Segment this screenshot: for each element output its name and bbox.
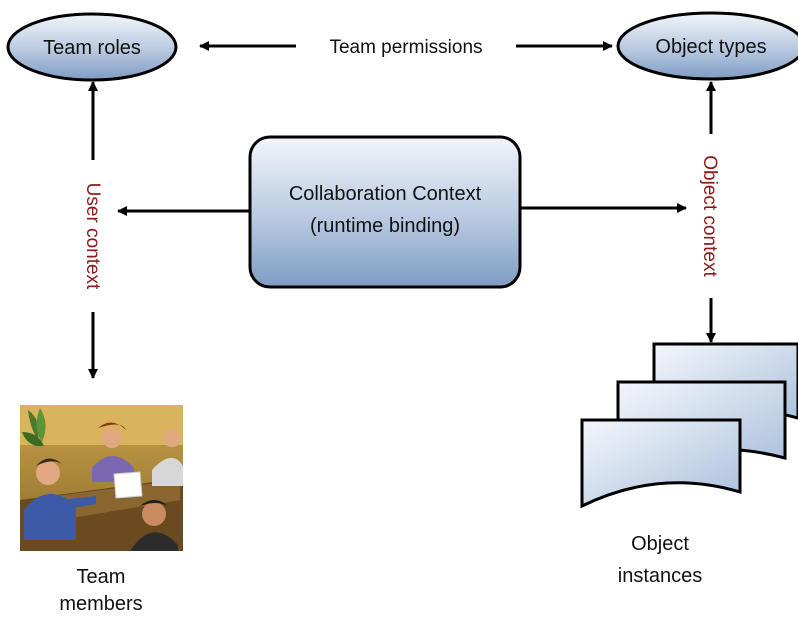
team-members-image (20, 405, 183, 551)
object-types-label: Object types (655, 36, 766, 58)
team-members-caption-line2: members (59, 593, 142, 615)
team-members-caption-line1: Team (77, 566, 126, 588)
collaboration-context-subtitle: (runtime binding) (310, 215, 460, 237)
object-context-label: Object context (699, 155, 720, 277)
team-roles-label: Team roles (43, 37, 141, 59)
team-permissions-label: Team permissions (329, 37, 482, 58)
object-instances-icon (580, 342, 798, 509)
object-instances-caption-line1: Object (631, 533, 689, 555)
user-context-edge: User context (82, 81, 104, 379)
object-types-node: Object types (616, 11, 798, 81)
user-context-label: User context (82, 183, 103, 290)
team-roles-node: Team roles (6, 12, 178, 82)
collaboration-context-title: Collaboration Context (289, 183, 482, 205)
collaboration-context-node: Collaboration Context (runtime binding) (248, 135, 522, 289)
document-front (580, 418, 742, 509)
object-context-edge: Object context (699, 81, 722, 343)
team-permissions-edge: Team permissions (199, 33, 613, 59)
object-instances-caption-line2: instances (618, 565, 703, 587)
